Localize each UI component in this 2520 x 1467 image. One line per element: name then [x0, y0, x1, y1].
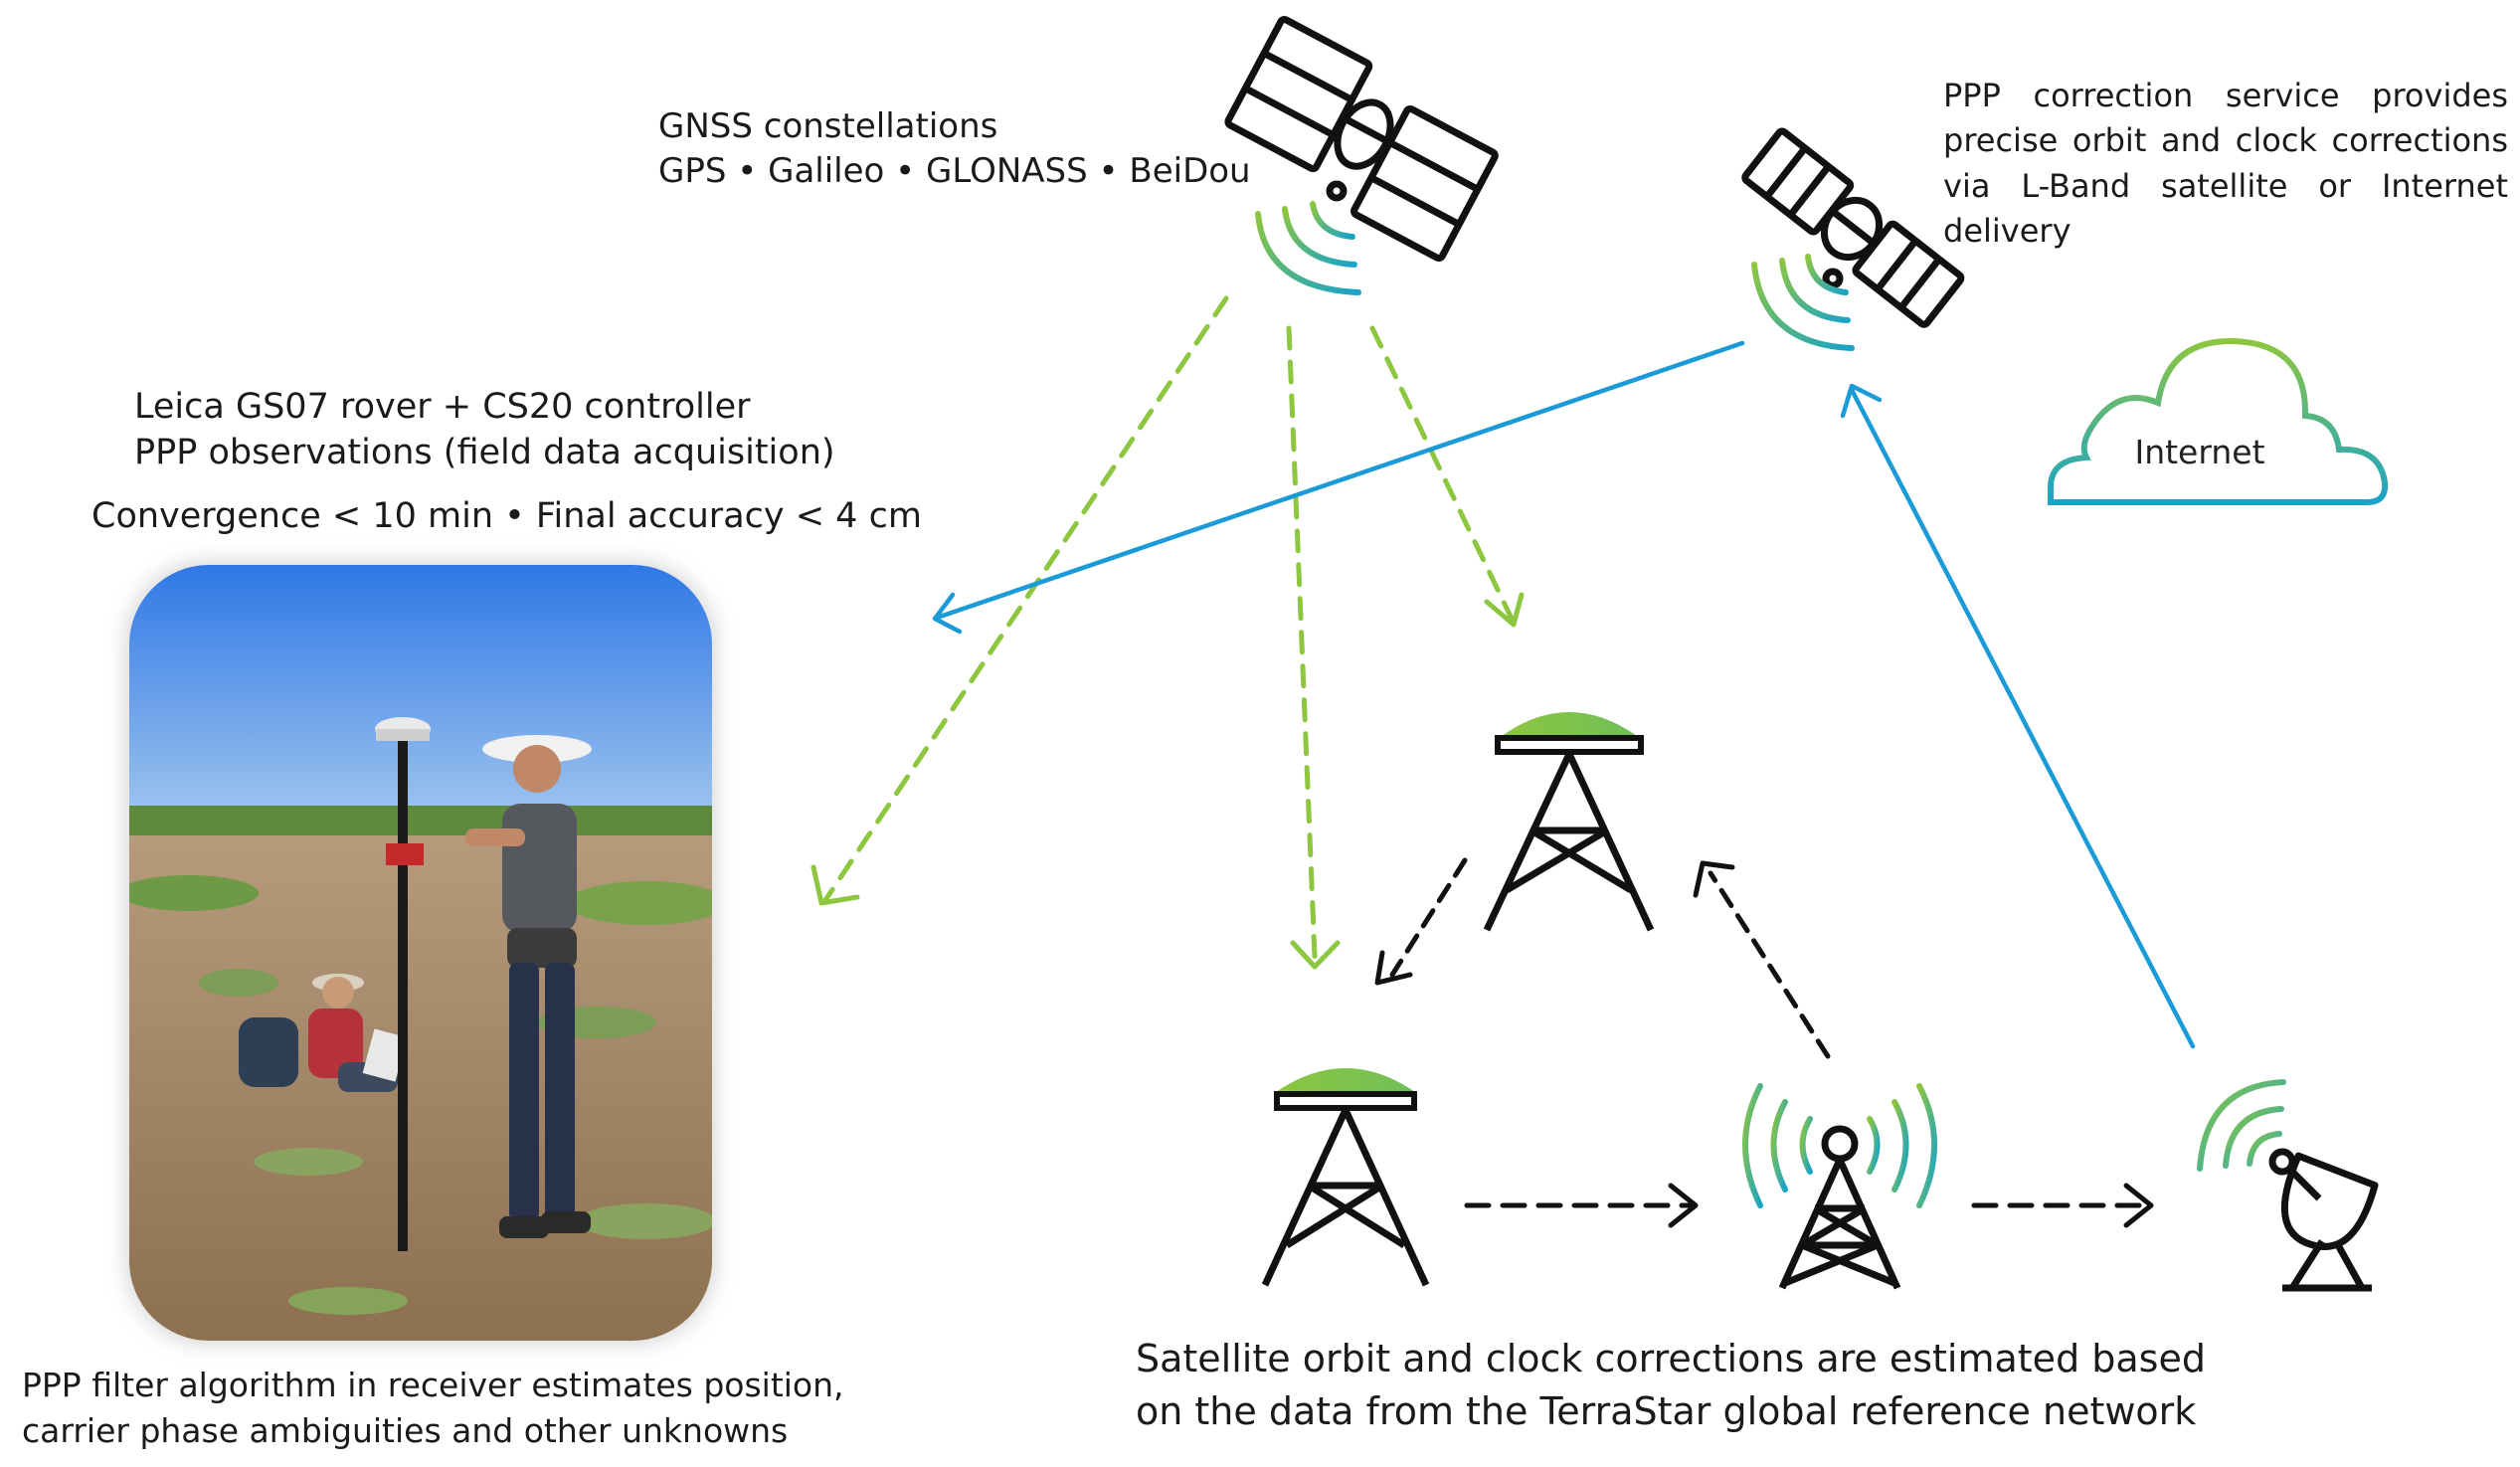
satellite-dish-icon: [2197, 1079, 2379, 1292]
rover-performance: Convergence < 10 min • Final accuracy < …: [91, 496, 922, 536]
field-photo-scene: [129, 565, 712, 1341]
correction-signal-waves: [1751, 254, 1855, 351]
reference-station-icon-left: [1261, 1068, 1430, 1287]
filter-caption-line-2: carrier phase ambiguities and other unkn…: [22, 1411, 789, 1451]
correction-delivery-arrow: [932, 340, 1745, 635]
filter-algorithm-caption: PPP filter algorithm in receiver estimat…: [22, 1363, 844, 1454]
cloud-icon: [2048, 337, 2389, 505]
reference-station-icon-top: [1483, 712, 1655, 932]
gnss-constellation-label: GNSS constellations GPS • Galileo • GLON…: [658, 104, 1251, 194]
network-caption-line-2: on the data from the TerraStar global re…: [1136, 1389, 2197, 1434]
rover-equipment: Leica GS07 rover + CS20 controller: [134, 387, 751, 427]
correction-satellite-icon: [1741, 127, 1965, 328]
gnss-signal-arrows: [822, 295, 1515, 960]
gnss-systems: GPS • Galileo • GLONASS • BeiDou: [658, 150, 1251, 191]
gnss-satellite-icon: [1224, 16, 1499, 263]
ppp-service-description: PPP correction service provides precise …: [1943, 77, 2508, 251]
uplink-arrow: [1840, 383, 2196, 1049]
gnss-title: GNSS constellations: [658, 106, 998, 146]
network-caption-line-1: Satellite orbit and clock corrections ar…: [1136, 1337, 2206, 1380]
rover-label: Leica GS07 rover + CS20 controller PPP o…: [134, 384, 835, 475]
internet-label: Internet: [2134, 433, 2265, 471]
gnss-arrow-heads: [810, 592, 1525, 970]
radio-tower-icon: [1742, 1083, 1937, 1290]
field-photo: [129, 565, 712, 1341]
filter-caption-line-1: PPP filter algorithm in receiver estimat…: [22, 1366, 844, 1404]
network-caption: Satellite orbit and clock corrections ar…: [1136, 1333, 2206, 1438]
rover-observations: PPP observations (field data acquisition…: [134, 433, 835, 473]
network-flow-arrows: [1374, 857, 2154, 1228]
gnss-signal-waves: [1255, 201, 1361, 295]
